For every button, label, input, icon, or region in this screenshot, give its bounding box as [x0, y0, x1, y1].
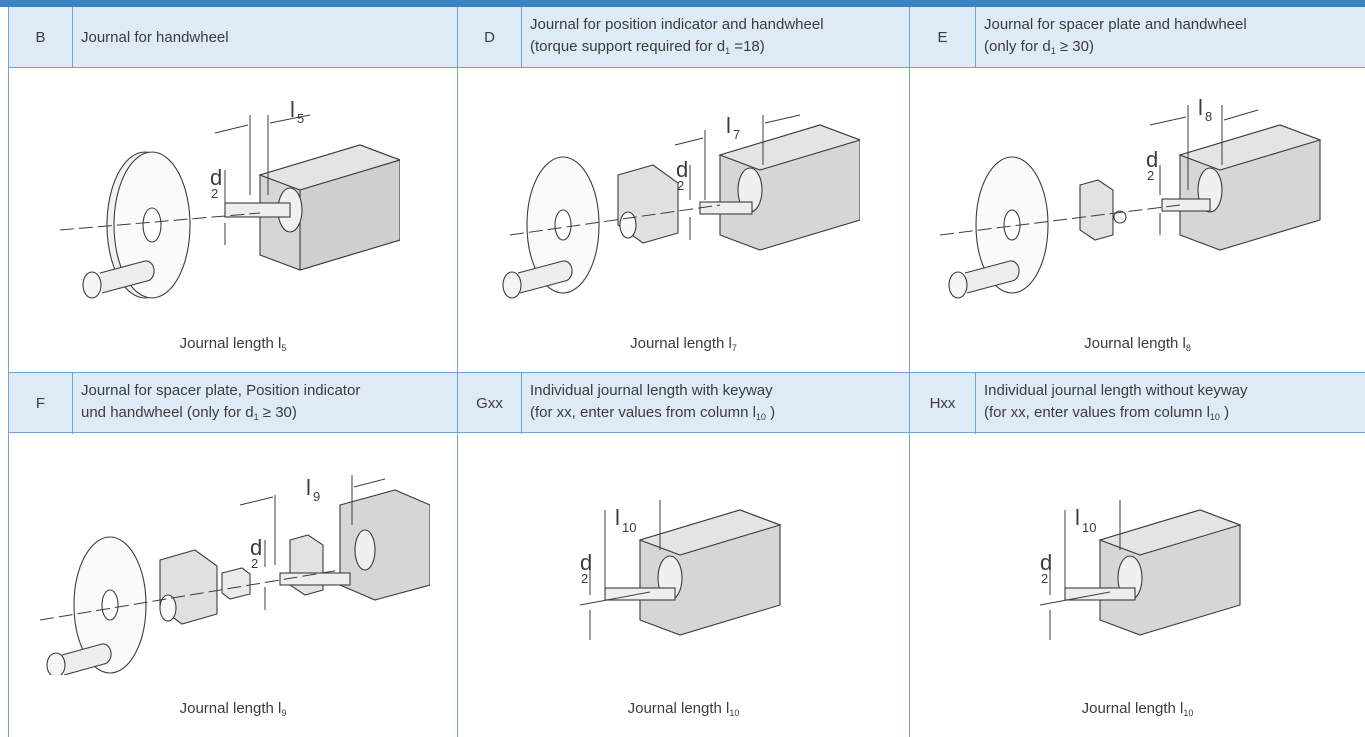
- description-line-2: (for xx, enter values from column l10 ): [984, 403, 1230, 422]
- row-1-header: [9, 7, 1365, 68]
- dimension-subscript: 10: [622, 520, 636, 535]
- option-code: B: [9, 7, 73, 68]
- description-line-1: Journal for handwheel: [81, 28, 229, 46]
- dimension-label: l: [615, 505, 620, 530]
- handwheel-journal-illustration: l 5 d 2: [60, 97, 400, 299]
- diameter-label: d: [210, 165, 222, 190]
- option-code: D: [458, 7, 522, 68]
- description-line-1: Individual journal length with keyway: [530, 381, 773, 399]
- description-line-1: Journal for spacer plate and handwheel: [984, 15, 1247, 33]
- description-line-1: Journal for spacer plate, Position indic…: [81, 381, 361, 399]
- option-description: Journal for spacer plate and handwheel (…: [976, 7, 1365, 68]
- dimension-label: l: [726, 113, 731, 138]
- diameter-subscript: 2: [211, 186, 218, 201]
- description-line-2: (only for d1 ≥ 30): [984, 37, 1094, 56]
- journal-without-keyway-illustration: l 10 d 2: [1040, 500, 1242, 640]
- diameter-label: d: [250, 535, 262, 560]
- option-description: Journal for spacer plate, Position indic…: [73, 373, 457, 434]
- diameter-label: d: [1146, 147, 1158, 172]
- description-line-2: (torque support required for d1 =18): [530, 37, 765, 56]
- diameter-label: d: [676, 157, 688, 182]
- option-description: Individual journal length without keyway…: [976, 373, 1365, 434]
- dimension-subscript: 10: [1082, 520, 1096, 535]
- dimension-label: l: [1198, 95, 1203, 120]
- option-code: Gxx: [458, 373, 522, 434]
- journal-length-caption: Journal length l10: [627, 700, 740, 718]
- dimension-subscript: 7: [733, 127, 740, 142]
- row-divider: [9, 372, 1365, 373]
- dimension-subscript: 8: [1205, 109, 1212, 124]
- journal-length-caption: Journal length l10: [1081, 700, 1194, 718]
- diameter-subscript: 2: [251, 556, 258, 571]
- dimension-label: l: [290, 97, 295, 122]
- dimension-subscript: 9: [313, 489, 320, 504]
- top-accent-bar: [0, 0, 1365, 7]
- option-code: F: [9, 373, 73, 434]
- journal-length-caption: Journal length l5: [179, 335, 287, 353]
- option-code: Hxx: [910, 373, 976, 434]
- journal-length-caption: Journal length l7: [630, 335, 737, 353]
- option-code: E: [910, 7, 976, 68]
- diameter-subscript: 2: [677, 178, 684, 193]
- spacer-indicator-journal-illustration: l 9 d 2: [40, 475, 430, 675]
- journal-length-caption: Journal length l8: [1084, 335, 1191, 353]
- description-line-1: Individual journal length without keyway: [984, 381, 1248, 399]
- diameter-subscript: 2: [581, 571, 588, 586]
- description-line-2: (for xx, enter values from column l10 ): [530, 403, 776, 422]
- dimension-label: l: [306, 475, 311, 500]
- journal-length-caption: Journal length l9: [179, 700, 287, 718]
- diameter-subscript: 2: [1041, 571, 1048, 586]
- left-border: [8, 7, 9, 737]
- row-2-header: [9, 372, 1365, 433]
- dimension-label: l: [1075, 505, 1080, 530]
- description-line-1: Journal for position indicator and handw…: [530, 15, 824, 33]
- position-indicator-journal-illustration: l 7 d 2: [502, 113, 860, 299]
- spacer-plate-journal-illustration: l 8 d 2: [940, 95, 1322, 299]
- option-description: Journal for position indicator and handw…: [522, 7, 909, 68]
- option-description: Journal for handwheel: [73, 7, 457, 68]
- diameter-label: d: [580, 550, 592, 575]
- dimension-subscript: 5: [297, 111, 304, 126]
- description-line-2: und handwheel (only for d1 ≥ 30): [81, 403, 297, 422]
- diameter-subscript: 2: [1147, 168, 1154, 183]
- diameter-label: d: [1040, 550, 1052, 575]
- journal-with-keyway-illustration: l 10 d 2: [580, 500, 782, 640]
- option-description: Individual journal length with keyway (f…: [522, 373, 909, 434]
